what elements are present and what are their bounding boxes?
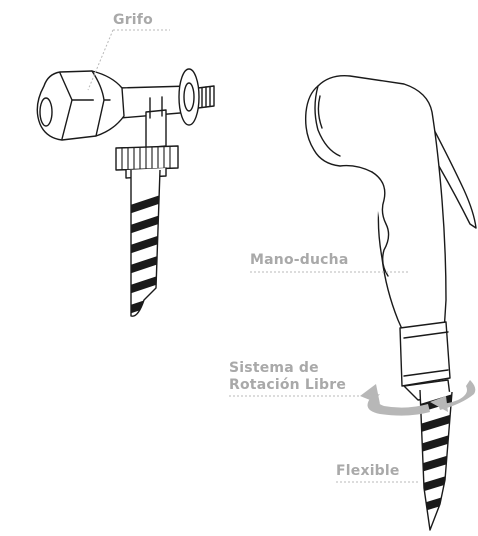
rotation-arrows-icon: [360, 380, 476, 416]
label-sistema-line2: Rotación Libre: [229, 377, 347, 393]
label-flexible: Flexible: [336, 463, 400, 479]
hand-shower-illustration: [304, 75, 477, 401]
faucet-illustration: [36, 68, 215, 179]
faucet-hose: [130, 169, 161, 317]
label-grifo: Grifo: [113, 12, 153, 28]
label-mano-ducha: Mano-ducha: [250, 252, 349, 268]
label-sistema-rotacion: Sistema de Rotación Libre: [229, 360, 346, 394]
label-sistema-line1: Sistema de: [229, 360, 319, 376]
leader-grifo-diagonal: [87, 29, 114, 91]
leader-lines: [87, 29, 420, 483]
